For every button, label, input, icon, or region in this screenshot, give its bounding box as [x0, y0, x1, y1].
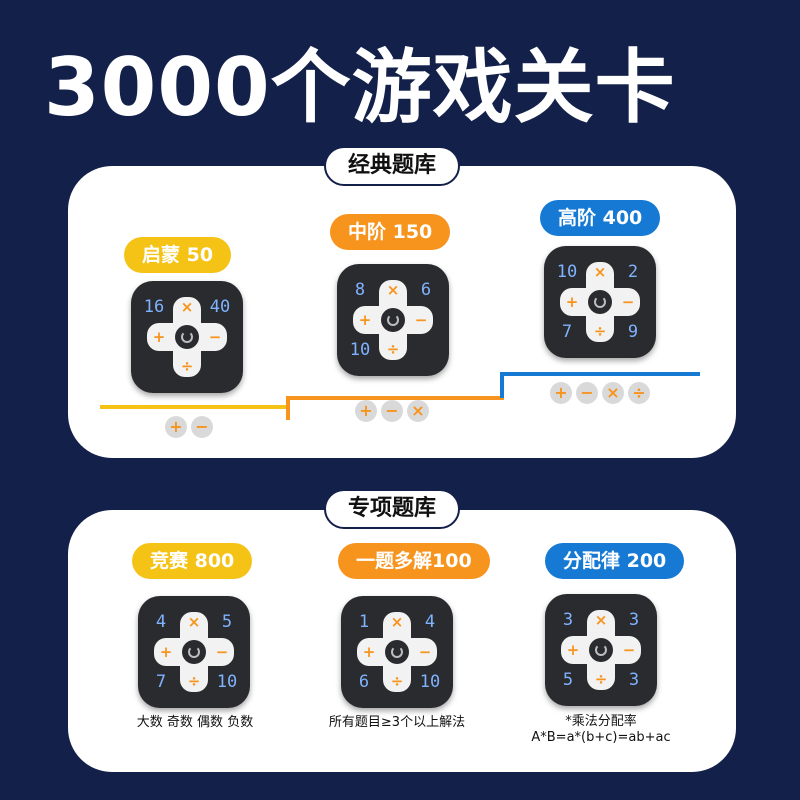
digit: 10: [419, 672, 441, 692]
device-yitiduojie: × + − ÷ 1 4 6 10: [341, 596, 453, 708]
classic-tag: 经典题库: [324, 146, 461, 186]
minus-icon: −: [381, 400, 403, 422]
digit: 7: [155, 672, 167, 692]
divide-icon: ÷: [594, 670, 608, 688]
step-riser-blue: [500, 372, 504, 398]
multiply-icon: ×: [180, 298, 194, 316]
refresh-icon: [589, 638, 613, 662]
refresh-icon: [588, 290, 612, 314]
step-riser-orange: [286, 396, 290, 420]
level-gaojie: 高阶 400: [540, 200, 661, 236]
plus-icon: +: [355, 400, 377, 422]
refresh-icon: [182, 640, 206, 664]
refresh-icon: [175, 325, 199, 349]
digit: 6: [358, 672, 370, 692]
caption-line: *乘法分配率: [565, 714, 637, 729]
digit: 4: [424, 612, 436, 632]
caption-line: A*B=a*(b+c)=ab+ac: [531, 730, 671, 745]
level-qimeng: 启蒙 50: [124, 237, 232, 273]
divide-icon: ÷: [628, 382, 650, 404]
digit: 8: [354, 280, 366, 300]
step-line-blue: [500, 372, 700, 376]
level-jingsai: 竞赛 800: [132, 543, 253, 579]
divide-icon: ÷: [593, 322, 607, 340]
device-zhongjie: × + − ÷ 8 6 10: [337, 264, 449, 376]
caption-line: 大数 奇数 偶数 负数: [136, 715, 254, 730]
ops-zhongjie: + − ×: [355, 400, 429, 422]
caption-yitiduojie: 所有题目≥3个以上解法: [312, 715, 482, 731]
device-gaojie: × + − ÷ 10 2 7 9: [544, 246, 656, 358]
divide-icon: ÷: [180, 357, 194, 375]
digit: 9: [627, 322, 639, 342]
multiply-icon: ×: [386, 281, 400, 299]
plus-icon: +: [165, 416, 187, 438]
step-line-orange: [286, 396, 504, 400]
digit: 3: [562, 610, 574, 630]
level-zhongjie: 中阶 150: [330, 214, 451, 250]
digit: 3: [628, 670, 640, 690]
refresh-icon: [385, 640, 409, 664]
multiply-icon: ×: [602, 382, 624, 404]
digit: 40: [209, 297, 231, 317]
digit: 10: [349, 340, 371, 360]
level-yitiduojie: 一题多解100: [338, 543, 490, 579]
refresh-icon: [381, 308, 405, 332]
plus-icon: +: [358, 311, 372, 329]
minus-icon: −: [576, 382, 598, 404]
digit: 7: [561, 322, 573, 342]
ops-qimeng: + −: [165, 416, 213, 438]
digit: 4: [155, 612, 167, 632]
digit: 5: [221, 612, 233, 632]
digit: 10: [216, 672, 238, 692]
plus-icon: +: [159, 643, 173, 661]
minus-icon: −: [215, 643, 229, 661]
minus-icon: −: [414, 311, 428, 329]
minus-icon: −: [208, 328, 222, 346]
digit: 5: [562, 670, 574, 690]
multiply-icon: ×: [407, 400, 429, 422]
digit: 16: [143, 297, 165, 317]
multiply-icon: ×: [594, 611, 608, 629]
step-line-yellow: [100, 405, 290, 409]
plus-icon: +: [550, 382, 572, 404]
multiply-icon: ×: [390, 613, 404, 631]
divide-icon: ÷: [386, 340, 400, 358]
minus-icon: −: [622, 641, 636, 659]
minus-icon: −: [418, 643, 432, 661]
digit: 3: [628, 610, 640, 630]
divide-icon: ÷: [390, 672, 404, 690]
caption-fenpeilv: *乘法分配率 A*B=a*(b+c)=ab+ac: [520, 714, 682, 746]
caption-jingsai: 大数 奇数 偶数 负数: [120, 715, 270, 731]
headline: 3000个游戏关卡: [44, 41, 676, 134]
caption-line: 所有题目≥3个以上解法: [328, 715, 466, 730]
device-jingsai: × + − ÷ 4 5 7 10: [138, 596, 250, 708]
plus-icon: +: [566, 641, 580, 659]
plus-icon: +: [362, 643, 376, 661]
multiply-icon: ×: [187, 613, 201, 631]
level-fenpeilv: 分配律 200: [545, 543, 685, 579]
plus-icon: +: [565, 293, 579, 311]
digit: 6: [420, 280, 432, 300]
device-qimeng: × + − ÷ 16 40: [131, 281, 243, 393]
special-tag: 专项题库: [324, 489, 461, 529]
device-fenpeilv: × + − ÷ 3 3 5 3: [545, 594, 657, 706]
digit: 1: [358, 612, 370, 632]
plus-icon: +: [152, 328, 166, 346]
digit: 10: [556, 262, 578, 282]
digit: 2: [627, 262, 639, 282]
ops-gaojie: + − × ÷: [550, 382, 650, 404]
minus-icon: −: [191, 416, 213, 438]
minus-icon: −: [621, 293, 635, 311]
multiply-icon: ×: [593, 263, 607, 281]
divide-icon: ÷: [187, 672, 201, 690]
